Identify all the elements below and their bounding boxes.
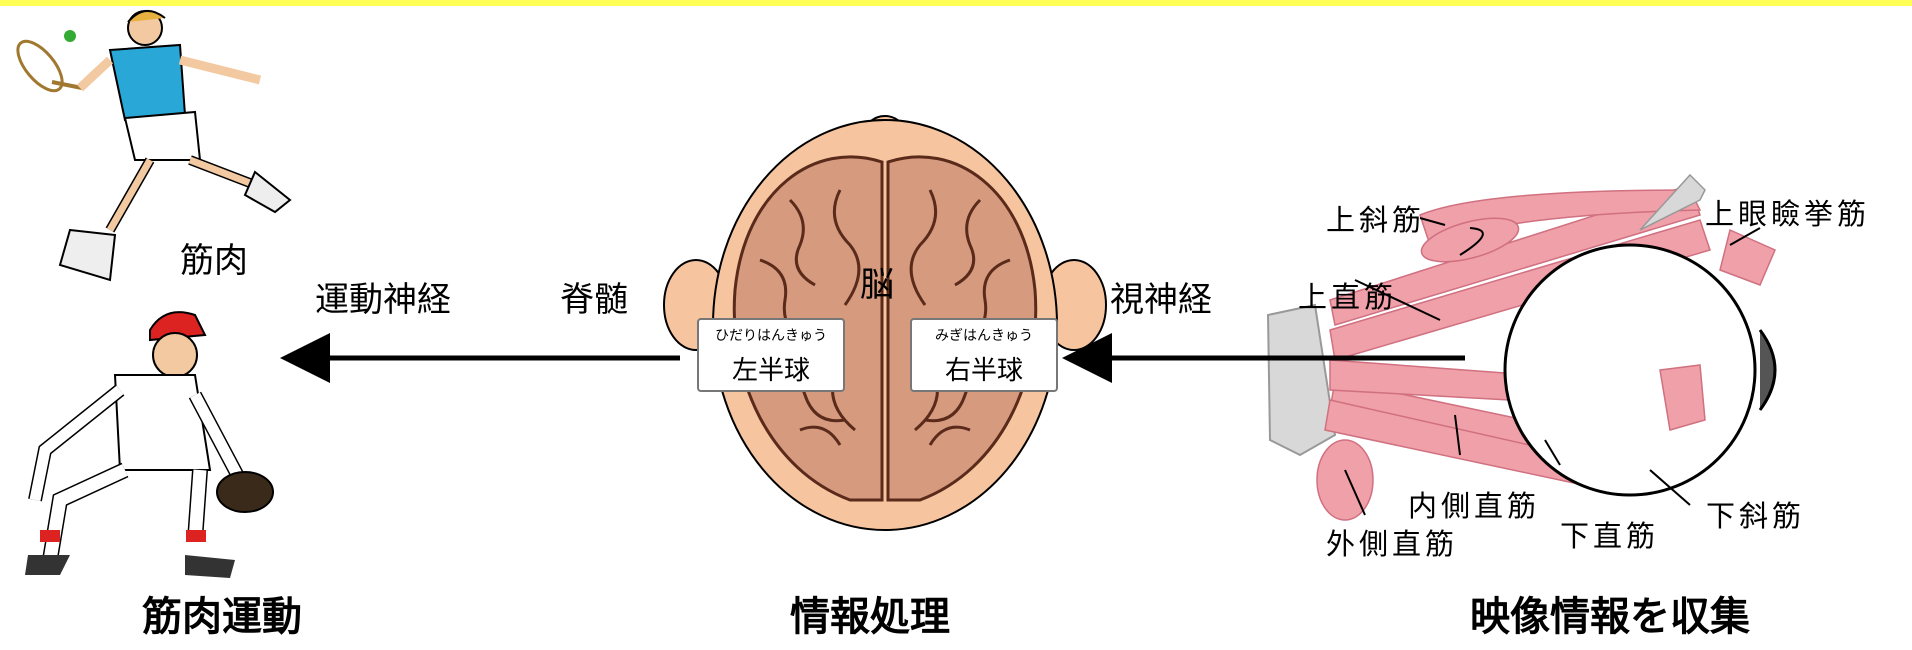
levator-label: 上眼瞼挙筋 — [1705, 197, 1871, 231]
right-hemisphere-reading: みぎはんきゅう — [935, 328, 1033, 344]
info-processing-caption: 情報処理 — [790, 594, 950, 640]
left-hemisphere-box: ひだりはんきゅう 左半球 — [697, 318, 845, 392]
top-banner — [0, 0, 1912, 6]
tennis-player-icon — [16, 10, 292, 282]
right-hemisphere-name: 右半球 — [944, 356, 1023, 386]
left-hemisphere-reading: ひだりはんきゅう — [715, 328, 827, 344]
inferior-rectus-label: 下直筋 — [1560, 519, 1660, 553]
superior-oblique-label: 上斜筋 — [1326, 203, 1426, 237]
motor-nerve-label: 運動神経 — [315, 280, 451, 320]
superior-rectus-label: 上直筋 — [1298, 280, 1398, 314]
muscle-label: 筋肉 — [180, 241, 248, 281]
inferior-oblique-label: 下斜筋 — [1706, 499, 1806, 533]
right-hemisphere-box: みぎはんきゅう 右半球 — [910, 318, 1058, 392]
eye-muscle-anatomy-icon — [1266, 173, 1777, 521]
left-hemisphere-name: 左半球 — [731, 356, 810, 386]
brain-label: 脳 — [860, 265, 894, 305]
optic-nerve-label: 視神経 — [1110, 280, 1212, 320]
image-collection-caption: 映像情報を収集 — [1470, 594, 1750, 640]
baseball-player-icon — [25, 311, 274, 578]
muscle-motion-caption: 筋肉運動 — [142, 594, 302, 640]
spinal-cord-label: 脊髄 — [560, 280, 628, 320]
lateral-rectus-label: 外側直筋 — [1326, 527, 1459, 561]
medial-rectus-label: 内側直筋 — [1408, 489, 1541, 523]
